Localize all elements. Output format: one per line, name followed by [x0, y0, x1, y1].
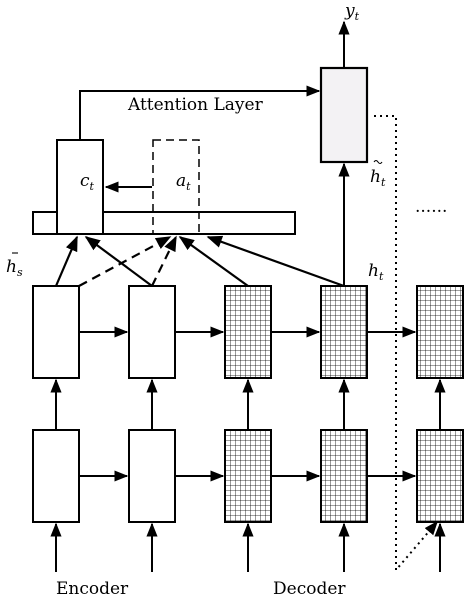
label-h-s-bar-group: hs: [6, 252, 23, 279]
label-attention-layer: Attention Layer: [127, 95, 264, 115]
label-a-t: at: [176, 171, 191, 193]
context-to-attention-arrow: [79, 85, 321, 140]
encoder-block-bottom-2: [128, 429, 176, 523]
label-y-t: yt: [344, 1, 360, 23]
attention-weights-box: [152, 139, 200, 235]
attention-layer-box: [319, 66, 369, 164]
label-h-t-tilde-group: ht: [370, 159, 386, 189]
label-h-t-tilde: ht: [370, 167, 386, 189]
decoder-block-bottom-3: [416, 429, 464, 523]
tilde-mark: [373, 159, 383, 165]
label-h-t: ht: [368, 261, 384, 283]
encoder-block-top-1: [32, 285, 80, 379]
decoder-block-bottom-1: [224, 429, 272, 523]
label-h-s-bar: hs: [6, 257, 23, 279]
label-encoder: Encoder: [56, 579, 129, 599]
encoder-block-top-2: [128, 285, 176, 379]
alignment-arrows: [54, 235, 345, 288]
label-c-t: ct: [80, 171, 95, 193]
decoder-block-top-2: [320, 285, 368, 379]
decoder-block-bottom-2: [320, 429, 368, 523]
label-decoder: Decoder: [273, 579, 346, 599]
input-arrows: [50, 522, 446, 572]
label-dots: ......: [415, 197, 447, 217]
top-layer: [32, 285, 464, 379]
decoder-block-top-1: [224, 285, 272, 379]
layer-arrows: [50, 378, 446, 430]
recurrent-arrows: [79, 326, 417, 482]
input-feeding-arrowhead: [424, 520, 438, 536]
decoder-block-top-3: [416, 285, 464, 379]
encoder-block-bottom-1: [32, 429, 80, 523]
